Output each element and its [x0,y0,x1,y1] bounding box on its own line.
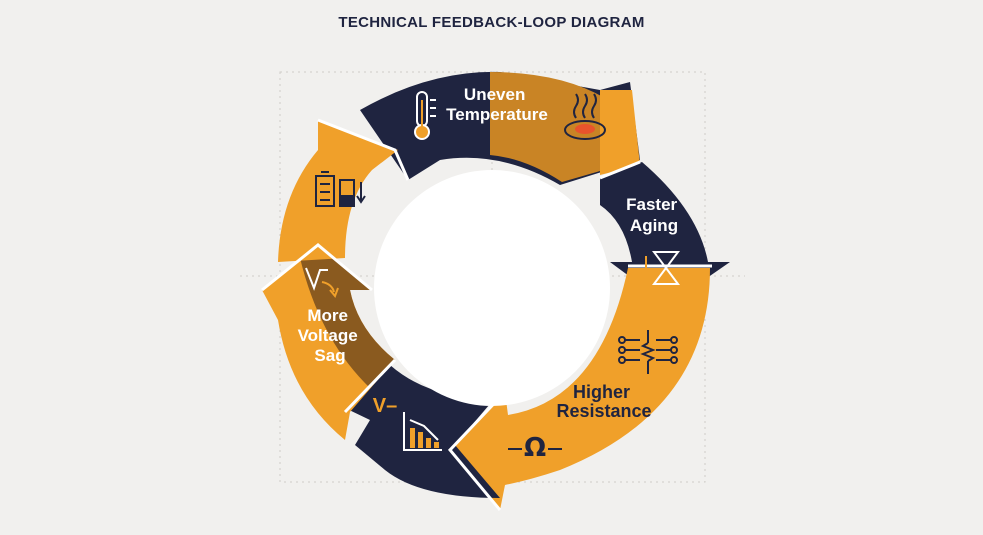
label-more-voltage-sag: More Voltage Sag [298,306,363,365]
label-higher-resistance-line1: Higher [573,382,630,402]
segment-more-voltage-sag-shade [300,245,395,388]
segment-battery [278,120,398,262]
label-uneven-temperature-line1: Uneven [464,85,525,104]
page-title: TECHNICAL FEEDBACK-LOOP DIAGRAM [338,14,645,31]
label-higher-resistance: Higher Resistance [556,382,651,421]
declining-bar-chart-icon [403,412,442,451]
segment-uneven-temperature-tip [600,90,640,175]
label-uneven-temperature-line2: Temperature [446,105,548,124]
thermometer-icon [414,91,436,140]
label-higher-resistance-line2: Resistance [556,401,651,421]
circuit-resistor-icon [618,330,678,374]
battery-drain-icon [315,171,366,207]
hourglass-icon [641,251,680,285]
label-faster-aging: Faster Aging [626,195,682,235]
label-voltage-drop-line1: V– [373,395,397,417]
label-more-voltage-sag-line1: More [307,306,348,325]
loop-ring [261,71,730,511]
ohm-icon: Ω [508,433,562,463]
inner-circle [374,170,610,406]
ohm-glyph: Ω [524,433,546,463]
label-more-voltage-sag-line2: Voltage [298,326,358,345]
label-more-voltage-sag-line3: Sag [314,346,345,365]
label-faster-aging-line1: Faster [626,195,677,214]
heat-source-icon [564,93,606,140]
segment-more-voltage-sag [262,245,395,440]
label-uneven-temperature: Uneven Temperature [446,85,548,124]
label-voltage-drop: V– [373,395,397,417]
voltage-sag-icon [305,267,339,298]
label-faster-aging-line2: Aging [630,216,678,235]
